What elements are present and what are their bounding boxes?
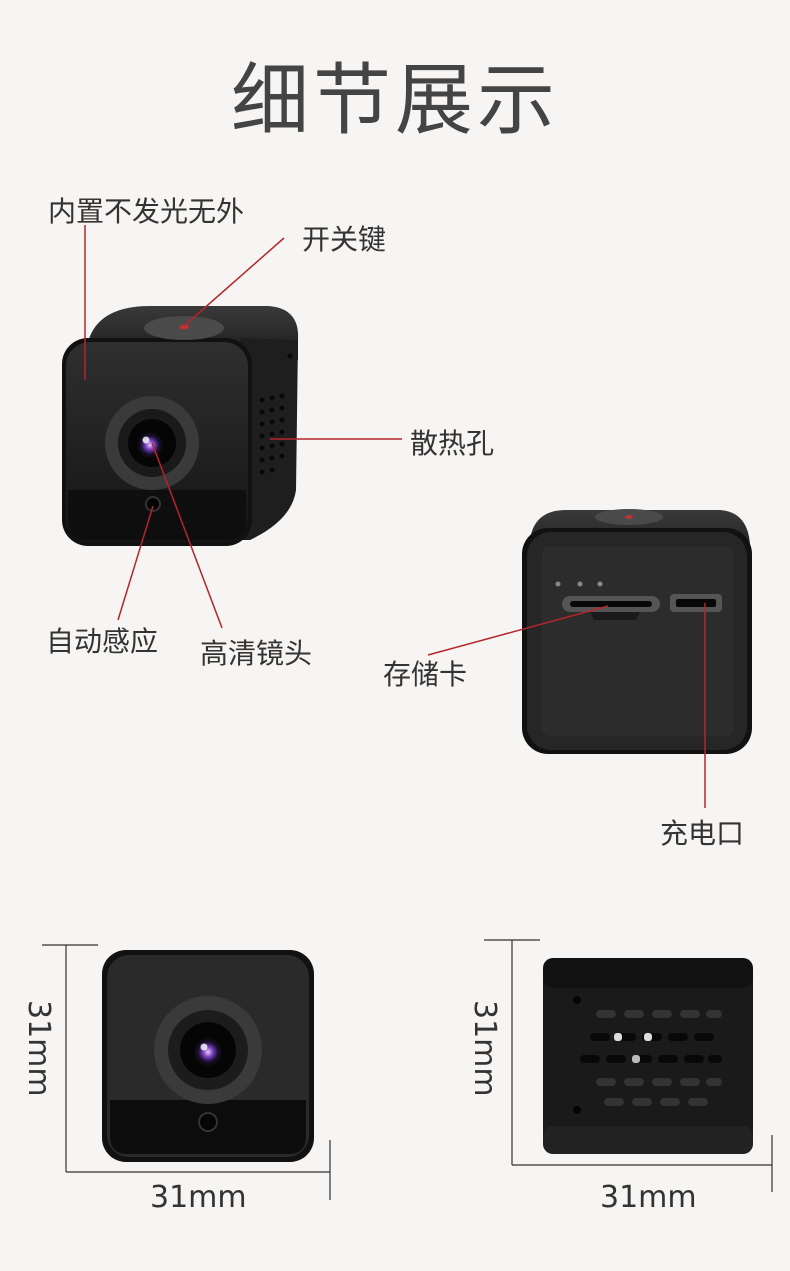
dimension-side-height: 31mm (467, 1000, 502, 1097)
camera-front-dimension-view (102, 950, 314, 1162)
dimension-lines (42, 939, 773, 1200)
callout-lines (84, 225, 706, 808)
label-vents: 散热孔 (410, 427, 495, 460)
camera-cube-back-view (522, 509, 752, 754)
label-charging-port: 充电口 (660, 817, 745, 850)
camera-side-dimension-view (543, 958, 753, 1154)
dimension-front-width: 31mm (150, 1180, 247, 1215)
label-power-key: 开关键 (302, 223, 387, 256)
label-auto-sensing: 自动感应 (46, 625, 159, 658)
camera-cube-front-view (62, 306, 299, 546)
page-title: 细节展示 (230, 56, 559, 146)
label-no-light-ir: 内置不发光无外 (48, 195, 245, 228)
dimension-side-width: 31mm (600, 1180, 697, 1215)
label-hd-lens: 高清镜头 (200, 637, 313, 670)
dimension-front-height: 31mm (21, 1000, 56, 1097)
label-memory-card: 存储卡 (383, 658, 468, 691)
